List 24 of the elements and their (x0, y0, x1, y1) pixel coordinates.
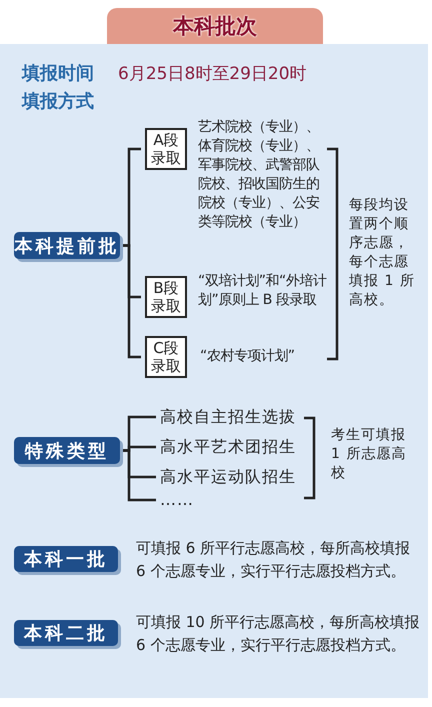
description-text: “农村专项计划” (200, 347, 296, 366)
batch-label: 特殊类型 (14, 437, 120, 464)
connector-line (120, 449, 156, 502)
item-text: 高校自主招生选拔 (160, 407, 296, 427)
date-text: 6月25日8时至29日20时 (118, 63, 308, 86)
stage-box: A段录取 (145, 128, 187, 170)
batch-label: 本科一批 (14, 546, 118, 572)
batch-label: 本科二批 (14, 620, 118, 646)
note-text: 每段均设置两个顺序志愿，每个志愿填报 1 所高校。 (349, 196, 416, 310)
item-text: 高水平运动队招生 (160, 467, 296, 487)
description-text: 可填报 6 所平行志愿高校，每所高校填报 6 个志愿专业，实行平行志愿投档方式。 (136, 538, 412, 582)
description-text: “双培计划”和“外培计划”原则上 B 段录取 (198, 272, 328, 310)
title-tab: 本科批次 (107, 8, 323, 44)
note-text: 考生可填报 1 所志愿高校 (331, 426, 408, 483)
field-label: 填报方式 (22, 90, 95, 114)
stage-box: B段录取 (145, 276, 187, 318)
item-text: 高水平艺术团招生 (160, 437, 296, 457)
stage-box: C段录取 (145, 336, 187, 378)
connector-line (120, 244, 141, 358)
item-text: …… (160, 490, 194, 510)
batch-label: 本科提前批 (14, 232, 120, 259)
description-text: 艺术院校（专业）、体育院校（专业）、军事院校、武警部队院校、招收国防生的院校（专业）、公安类等院校（专业） (198, 118, 320, 232)
field-label: 填报时间 (22, 62, 95, 86)
description-text: 可填报 10 所平行志愿高校，每所高校填报 6 个志愿专业，实行平行志愿投档方式。 (136, 612, 420, 656)
